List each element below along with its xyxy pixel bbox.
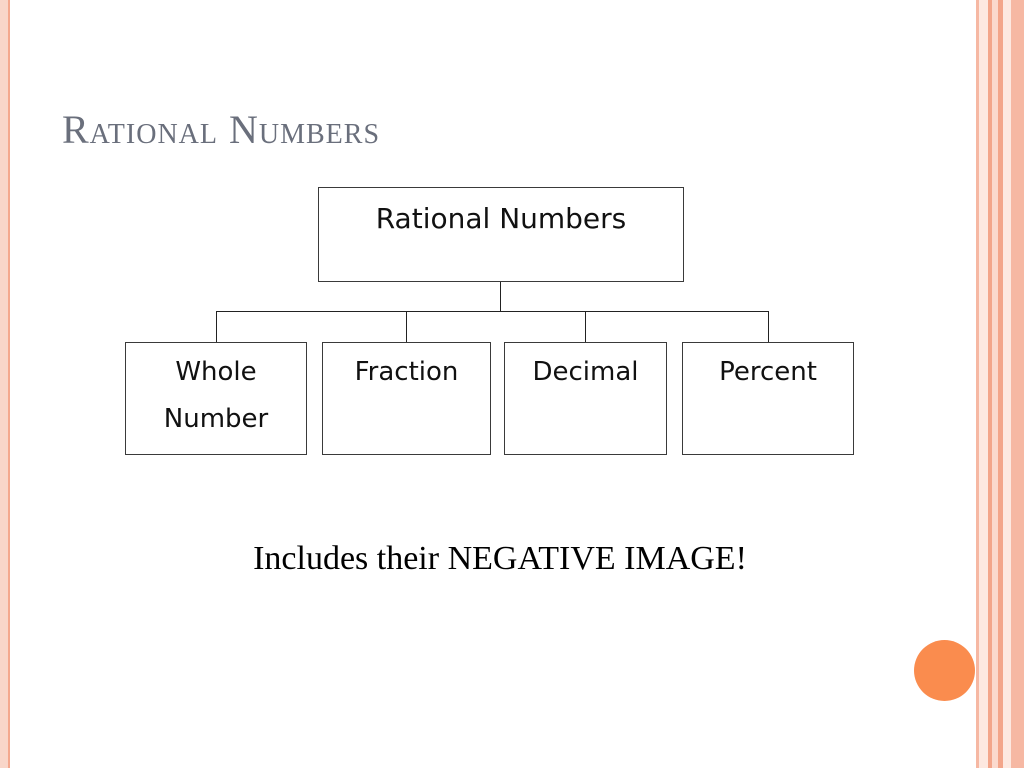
connector-decimal: [585, 311, 586, 342]
left-border-line: [8, 0, 10, 768]
right-border-stripe: [1003, 0, 1011, 768]
connector-root-down: [500, 282, 501, 312]
left-border-decoration: [0, 0, 8, 768]
node-rational-numbers: Rational Numbers: [318, 187, 684, 282]
node-decimal: Decimal: [504, 342, 667, 455]
footer-note: Includes their NEGATIVE IMAGE!: [253, 540, 747, 577]
orange-circle-decoration: [914, 640, 975, 701]
connector-whole-number: [216, 311, 217, 342]
right-border-stripe: [979, 0, 988, 768]
node-percent: Percent: [682, 342, 854, 455]
node-fraction: Fraction: [322, 342, 491, 455]
right-border-stripe: [998, 0, 1003, 768]
connector-percent: [768, 311, 769, 342]
right-border-stripe: [1011, 0, 1024, 768]
connector-horizontal: [216, 311, 769, 312]
right-border-stripe: [992, 0, 998, 768]
node-whole-number: Whole Number: [125, 342, 307, 455]
right-border-stripe: [988, 0, 992, 768]
slide-title: Rational Numbers: [62, 107, 381, 152]
right-border-stripe: [976, 0, 979, 768]
connector-fraction: [406, 311, 407, 342]
